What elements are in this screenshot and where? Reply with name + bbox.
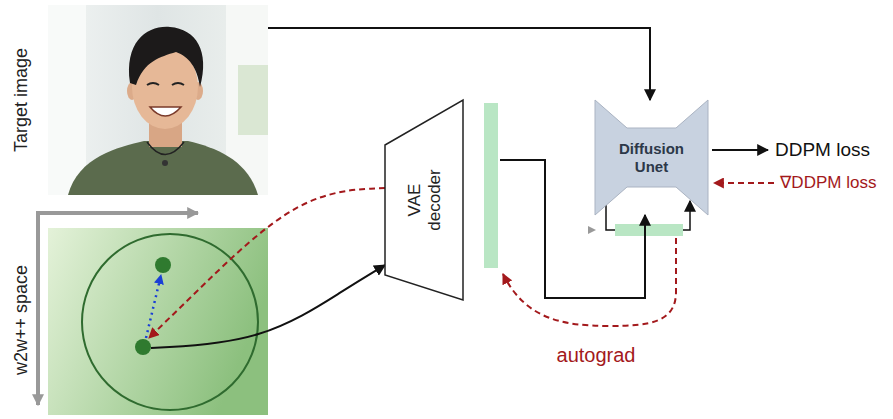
loss-label: DDPM loss — [775, 139, 870, 162]
foliage-blur — [238, 65, 268, 135]
eye — [172, 83, 184, 85]
bracket-wire — [683, 201, 690, 230]
hourglass-outline — [595, 100, 708, 215]
photo-frame: Target image — [48, 5, 268, 195]
unet-hourglass: Diffusion Unet — [595, 100, 708, 215]
trapezoid-outline — [385, 100, 463, 300]
shirt — [68, 141, 258, 195]
latent-point — [135, 339, 151, 355]
weights-bar — [615, 224, 683, 236]
autograd-label: autograd — [557, 343, 636, 367]
connector-arrow — [151, 265, 385, 348]
gradient-arrow — [714, 182, 774, 184]
node-label: w2w++ space — [11, 265, 33, 375]
latent-space-region: w2w++ space — [48, 228, 268, 415]
axis-arrow — [36, 211, 40, 405]
axis-arrow — [38, 211, 198, 215]
latent-point — [155, 257, 171, 273]
decoder-trapezoid: VAE decoder — [385, 100, 500, 300]
autograd-path — [503, 238, 676, 326]
hair — [129, 27, 203, 87]
necklace — [147, 142, 184, 155]
photo-background — [48, 5, 268, 195]
pendant — [162, 160, 168, 166]
portrait-photo — [48, 5, 268, 195]
node-label: Target image — [11, 48, 33, 152]
connector-arrow — [268, 28, 650, 100]
smile — [150, 107, 181, 116]
eye — [147, 83, 159, 85]
small-triangle — [588, 226, 596, 234]
node-label: VAE decoder — [405, 161, 446, 239]
connector-arrow — [149, 188, 385, 338]
window-light — [48, 5, 86, 195]
region-circle — [82, 234, 258, 410]
latent-space-square — [48, 228, 268, 415]
latent-bar — [484, 103, 498, 268]
loss-arrow — [712, 149, 768, 151]
gradient-label: ∇DDPM loss — [780, 173, 876, 193]
bracket-wire — [606, 205, 615, 230]
node-label: Diffusion Unet — [604, 140, 700, 176]
